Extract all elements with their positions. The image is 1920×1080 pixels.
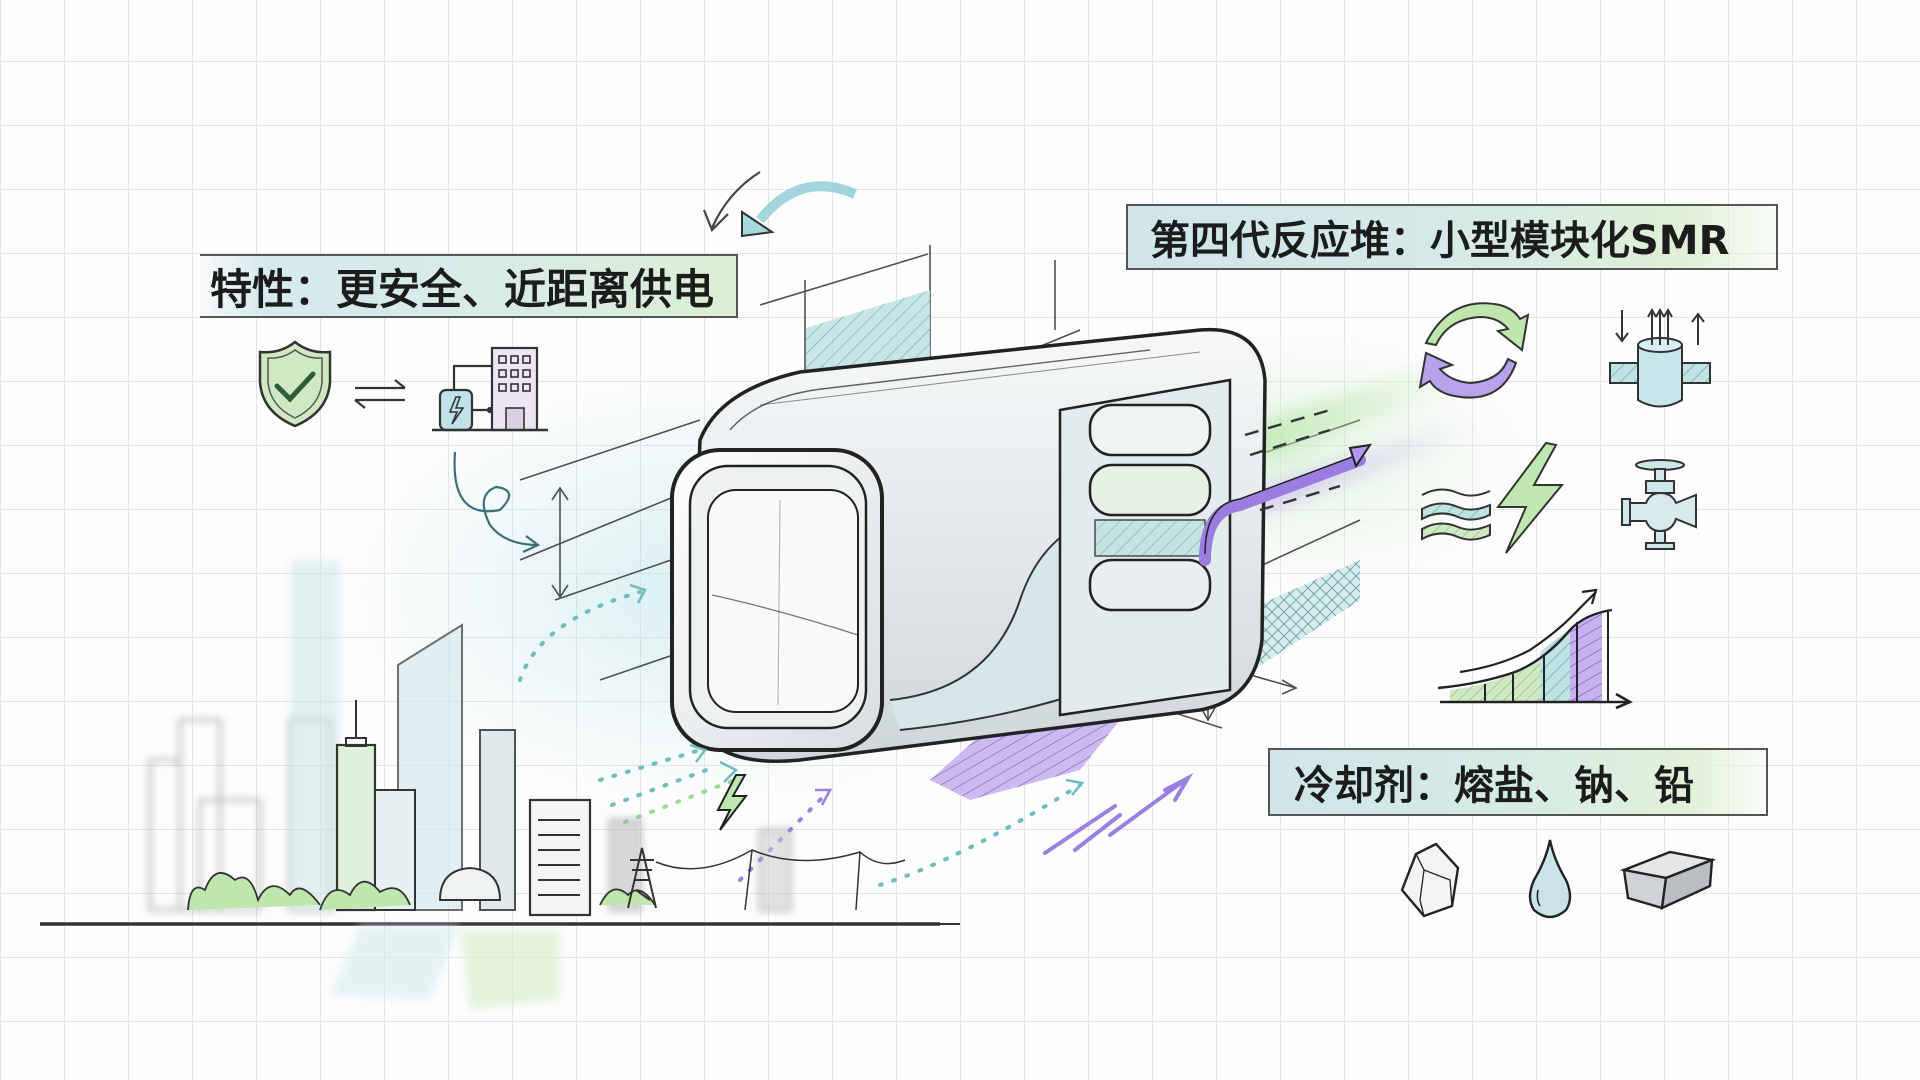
bidirectional-arrow-icon — [354, 379, 406, 409]
purple-speed-strokes — [1043, 772, 1194, 855]
features-label: 特性：更安全、近距离供电 — [200, 254, 738, 318]
city-skyline — [40, 560, 960, 926]
salt-crystal-icon — [1400, 842, 1460, 918]
shield-check-icon — [258, 340, 332, 428]
reactor-title-label: 第四代反应堆：小型模块化SMR — [1126, 204, 1778, 270]
lead-ingot-icon — [1619, 850, 1717, 910]
reactor-title-text: 第四代反应堆：小型模块化SMR — [1150, 218, 1730, 264]
reactor-module — [670, 327, 1267, 763]
coolant-label: 冷却剂：熔盐、钠、铅 — [1268, 748, 1768, 816]
lightning-small-icon — [716, 774, 749, 831]
features-label-text: 特性：更安全、近距离供电 — [210, 264, 715, 314]
fuel-rod-cylinder-icon — [1609, 307, 1711, 408]
coolant-label-text: 冷却剂：熔盐、钠、铅 — [1294, 763, 1694, 809]
features-icon-row — [258, 340, 548, 432]
cycle-arrows-icon — [1418, 302, 1530, 399]
energy-flow-arrows — [518, 590, 1082, 887]
flow-arrowhead — [1348, 443, 1373, 469]
coolant-icon-row — [1400, 839, 1717, 919]
reactor-icon-grid — [1418, 302, 1711, 554]
valve-icon — [1621, 459, 1697, 550]
liquid-drop-icon — [1528, 839, 1572, 919]
heat-wave-lightning-icon — [1421, 441, 1565, 554]
loop-arrow — [453, 451, 539, 547]
power-station-building-icon — [432, 346, 548, 432]
rising-area-chart-icon — [1437, 588, 1633, 710]
rotation-arrows — [702, 171, 857, 238]
